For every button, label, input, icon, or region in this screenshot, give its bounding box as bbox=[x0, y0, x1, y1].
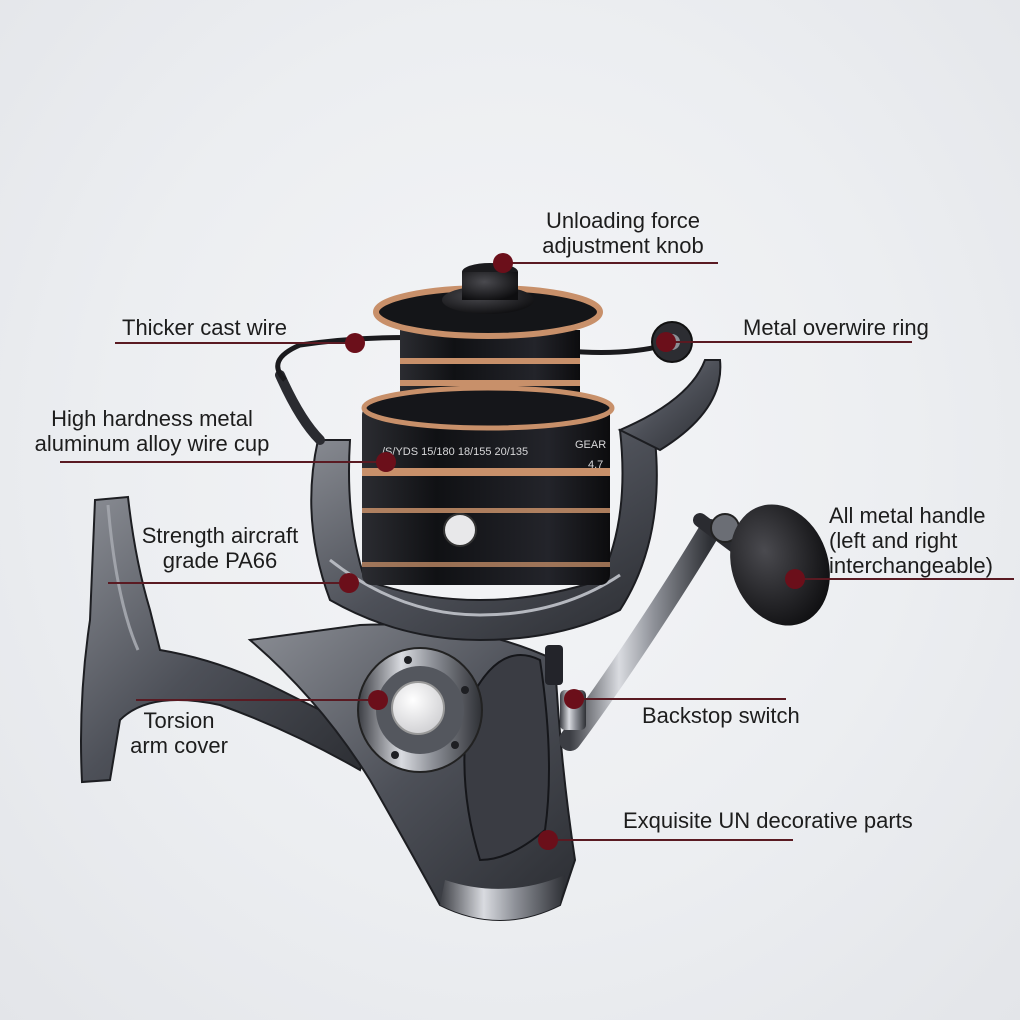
label-cast-wire-line1: Thicker cast wire bbox=[122, 315, 288, 340]
label-cast-wire: Thicker cast wire bbox=[122, 315, 287, 340]
label-backstop-line1: Backstop switch bbox=[642, 703, 800, 728]
callout-unloading-force bbox=[493, 253, 718, 273]
label-pa66-line1: Strength aircraft bbox=[141, 523, 299, 548]
label-handle-line1: All metal handle bbox=[829, 503, 986, 528]
drag-knob bbox=[442, 263, 534, 314]
callout-torsion bbox=[136, 690, 388, 710]
spool-capacity-text: /S/YDS 15/180 18/155 20/135 bbox=[382, 446, 528, 458]
label-overwire-ring: Metal overwire ring bbox=[743, 315, 929, 340]
label-backstop: Backstop switch bbox=[642, 703, 800, 728]
label-handle: All metal handle (left and right interch… bbox=[829, 503, 993, 578]
label-torsion-line1: Torsion bbox=[143, 708, 215, 733]
label-pa66: Strength aircraft grade PA66 bbox=[124, 523, 316, 573]
callout-wire-cup bbox=[60, 452, 396, 472]
callout-overwire-ring bbox=[656, 332, 912, 352]
callout-cast-wire bbox=[115, 333, 365, 353]
reel-foot bbox=[80, 495, 372, 784]
label-decorative: Exquisite UN decorative parts bbox=[623, 808, 913, 833]
label-overwire-ring-line1: Metal overwire ring bbox=[743, 315, 929, 340]
callout-backstop bbox=[564, 689, 786, 709]
label-handle-line3: interchangeable) bbox=[829, 553, 993, 578]
label-torsion-line2: arm cover bbox=[130, 733, 228, 758]
callout-handle bbox=[785, 569, 1014, 589]
label-unloading-force-line2: adjustment knob bbox=[542, 233, 704, 258]
label-pa66-line2: grade PA66 bbox=[162, 548, 278, 573]
label-wire-cup: High hardness metal aluminum alloy wire … bbox=[16, 406, 288, 456]
side-cover bbox=[357, 647, 483, 773]
label-decorative-line1: Exquisite UN decorative parts bbox=[623, 808, 913, 833]
callout-pa66 bbox=[108, 573, 359, 593]
label-unloading-force: Unloading force adjustment knob bbox=[528, 208, 718, 258]
gear-label-text: GEAR bbox=[575, 439, 606, 451]
label-torsion: Torsion arm cover bbox=[118, 708, 240, 758]
gear-value-text: 4.7 bbox=[588, 459, 603, 471]
label-wire-cup-line2: aluminum alloy wire cup bbox=[34, 431, 270, 456]
spool: /S/YDS 15/180 18/155 20/135 GEAR 4.7 bbox=[361, 285, 615, 585]
label-handle-line2: (left and right bbox=[829, 528, 958, 553]
label-wire-cup-line1: High hardness metal bbox=[51, 406, 253, 431]
label-unloading-force-line1: Unloading force bbox=[545, 208, 701, 233]
bail-arm bbox=[275, 359, 722, 452]
callout-decorative bbox=[538, 830, 793, 850]
handle-knob bbox=[730, 504, 830, 626]
